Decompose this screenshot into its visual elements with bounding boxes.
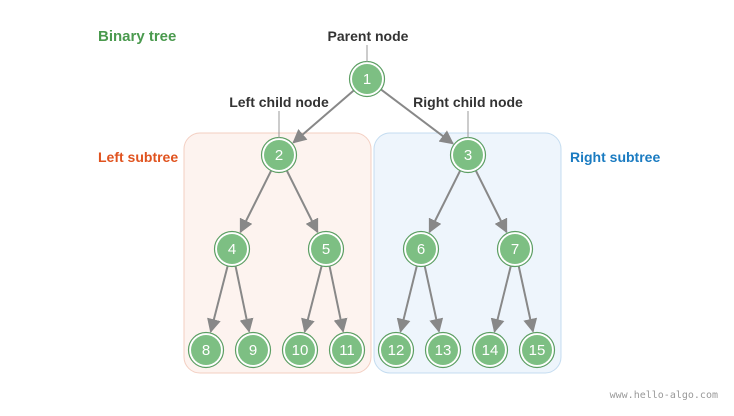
tree-node-10: 10 xyxy=(281,331,319,369)
tree-node-14: 14 xyxy=(471,331,509,369)
edge-4-8 xyxy=(207,265,229,333)
tree-node-5: 5 xyxy=(307,230,345,268)
node-value: 6 xyxy=(417,241,425,258)
node-circle xyxy=(264,140,294,170)
tree-node-11: 11 xyxy=(328,331,366,369)
tree-node-2: 2 xyxy=(260,136,298,174)
edge-2-4 xyxy=(239,169,273,234)
node-value: 13 xyxy=(435,342,452,359)
node-circle xyxy=(428,335,458,365)
tree-node-1: 1 xyxy=(348,60,386,98)
edge-5-10 xyxy=(301,265,323,333)
node-circle xyxy=(522,335,552,365)
tree-node-9: 9 xyxy=(234,331,272,369)
tree-node-6: 6 xyxy=(402,230,440,268)
edge-7-14 xyxy=(490,265,512,333)
node-value: 11 xyxy=(339,342,355,359)
tree-node-7: 7 xyxy=(496,230,534,268)
edge-7-15 xyxy=(517,265,538,333)
node-value: 4 xyxy=(228,241,236,258)
node-circle xyxy=(352,64,382,94)
tree-node-8: 8 xyxy=(187,331,225,369)
diagram-title: Binary tree xyxy=(98,28,176,45)
node-value: 12 xyxy=(388,342,405,359)
node-value: 14 xyxy=(482,342,499,359)
node-value: 10 xyxy=(292,342,309,359)
tree-node-4: 4 xyxy=(213,230,251,268)
edge-2-5 xyxy=(285,169,319,234)
node-circle xyxy=(311,234,341,264)
node-circle xyxy=(217,234,247,264)
node-value: 7 xyxy=(511,241,519,258)
tree-node-3: 3 xyxy=(449,136,487,174)
node-circle xyxy=(406,234,436,264)
tree-edges xyxy=(207,88,538,333)
node-value: 1 xyxy=(363,71,371,88)
node-circle xyxy=(191,335,221,365)
left-subtree-region xyxy=(183,132,372,374)
node-value: 2 xyxy=(275,147,283,164)
edge-3-6 xyxy=(428,169,462,234)
right-child-node-label: Right child node xyxy=(413,94,523,110)
node-circle xyxy=(475,335,505,365)
left-child-node-label: Left child node xyxy=(229,94,329,110)
tree-node-13: 13 xyxy=(424,331,462,369)
tree-node-15: 15 xyxy=(518,331,556,369)
edge-5-11 xyxy=(328,265,348,333)
edge-6-12 xyxy=(396,265,418,333)
right-subtree-label: Right subtree xyxy=(570,149,660,165)
node-value: 3 xyxy=(464,147,472,164)
node-value: 8 xyxy=(202,342,210,359)
edge-1-3 xyxy=(379,88,454,145)
edge-1-2 xyxy=(292,89,355,144)
node-circle xyxy=(332,335,362,365)
edge-6-13 xyxy=(423,265,444,333)
node-circle xyxy=(238,335,268,365)
node-circle xyxy=(453,140,483,170)
node-circle xyxy=(285,335,315,365)
parent-node-label: Parent node xyxy=(328,28,409,44)
node-value: 5 xyxy=(322,241,330,258)
watermark: www.hello-algo.com xyxy=(610,390,718,401)
left-subtree-label: Left subtree xyxy=(98,149,178,165)
node-circle xyxy=(381,335,411,365)
node-circle xyxy=(500,234,530,264)
node-value: 9 xyxy=(249,342,257,359)
node-value: 15 xyxy=(529,342,546,359)
tree-node-12: 12 xyxy=(377,331,415,369)
edge-3-7 xyxy=(474,169,508,234)
edge-4-9 xyxy=(234,265,254,333)
